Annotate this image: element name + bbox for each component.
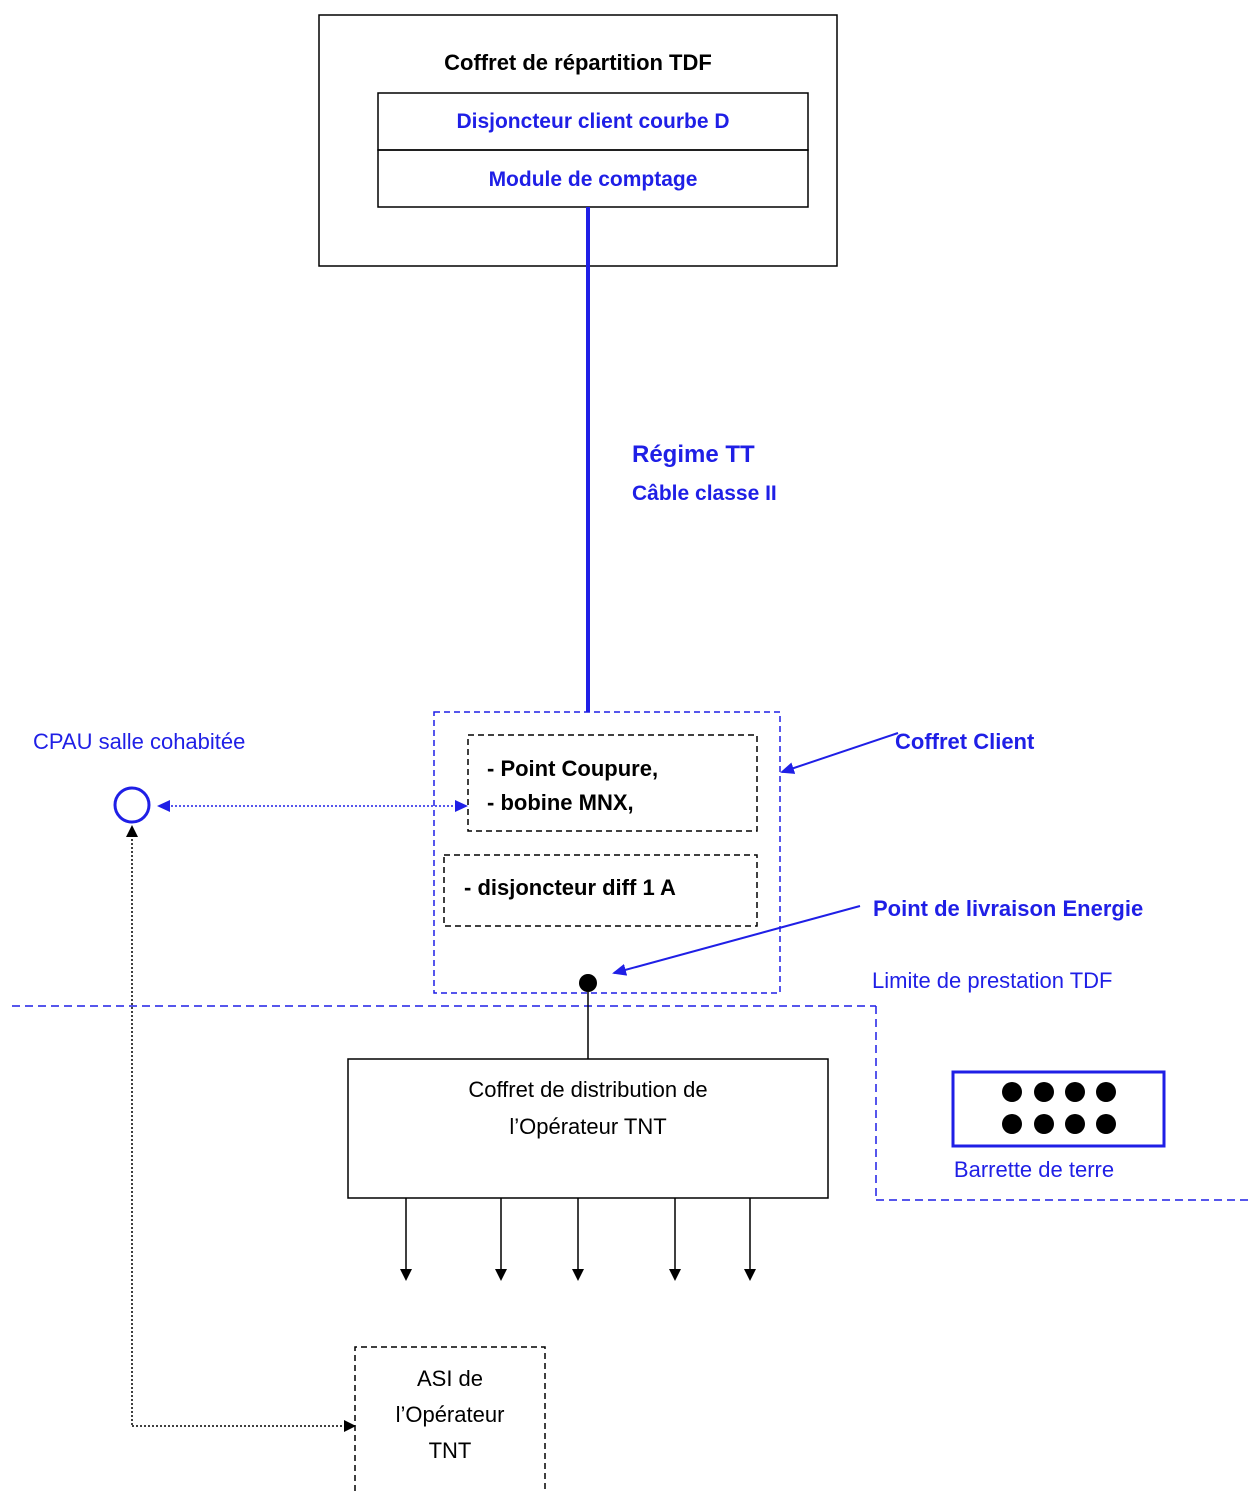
earth-bar-terminals-icon [1002, 1082, 1116, 1134]
delivery-point-label: Point de livraison Energie [873, 896, 1143, 921]
meter-label: Module de comptage [489, 168, 698, 191]
diff-breaker-item: - disjoncteur diff 1 A [464, 875, 676, 900]
distribution-box: Coffret de distribution de l’Opérateur T… [347, 1058, 829, 1199]
cutoff-item: - Point Coupure, [487, 756, 658, 781]
breaker-label: Disjoncteur client courbe D [456, 110, 729, 133]
cpau-label: CPAU salle cohabitée [33, 729, 245, 754]
client-box-label: Coffret Client [895, 729, 1035, 754]
client-box-arrow [780, 732, 899, 774]
cutoff-subbox [467, 734, 758, 832]
output-feeds [400, 1198, 756, 1281]
distribution-box-line2: l’Opérateur TNT [509, 1114, 666, 1139]
asi-line2: l’Opérateur [396, 1402, 505, 1427]
cpau-circle-icon [113, 786, 151, 824]
delivery-point-dot-icon [579, 974, 597, 992]
tdf-limit-line [12, 1005, 1248, 1201]
client-box: - Point Coupure, - bobine MNX, - disjonc… [433, 711, 781, 994]
diff-breaker-subbox [443, 854, 758, 927]
earth-bar-label: Barrette de terre [954, 1157, 1114, 1182]
distribution-box-line1: Coffret de distribution de [468, 1077, 707, 1102]
cable-class-label: Câble classe II [632, 482, 777, 505]
tdf-distribution-box: Coffret de répartition TDF Disjoncteur c… [318, 14, 838, 267]
asi-line3: TNT [429, 1438, 472, 1463]
tdf-box-title: Coffret de répartition TDF [444, 50, 712, 75]
tdf-limit-label: Limite de prestation TDF [872, 968, 1112, 993]
cpau-link [157, 800, 468, 812]
asi-line1: ASI de [417, 1366, 483, 1391]
meter-row [377, 149, 809, 208]
cable-regime-label: Régime TT [632, 441, 755, 468]
delivery-point-arrow [612, 905, 861, 976]
coil-item: - bobine MNX, [487, 790, 634, 815]
cpau-asi-link [126, 825, 356, 1432]
asi-box: ASI de l’Opérateur TNT [354, 1346, 546, 1491]
earth-bar [951, 1070, 1166, 1148]
